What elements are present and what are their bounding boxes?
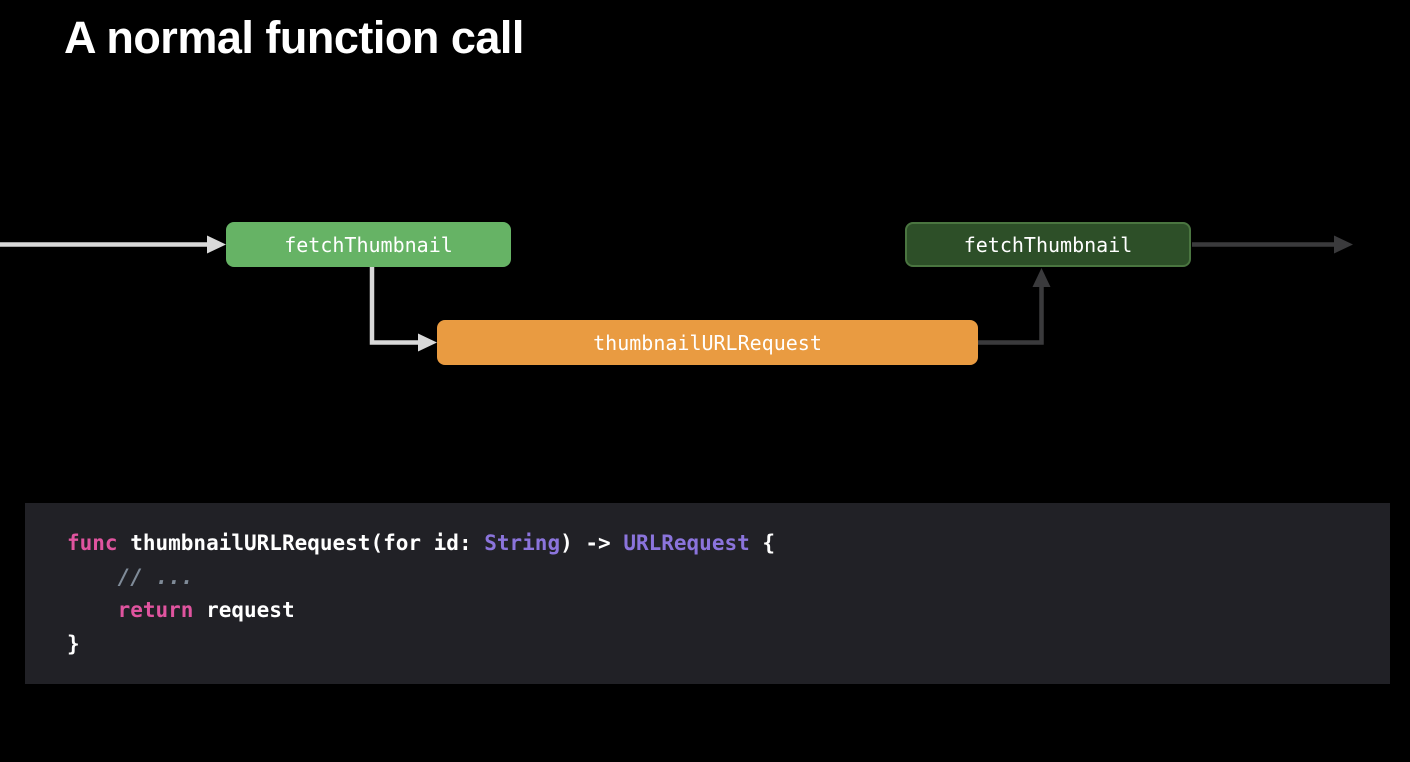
page-title: A normal function call bbox=[64, 12, 524, 63]
call-down-arrow bbox=[369, 267, 437, 352]
fetch-thumbnail-label: fetchThumbnail bbox=[284, 232, 453, 257]
code-segment-plain: { bbox=[749, 531, 776, 555]
return-up-arrow bbox=[978, 268, 1051, 345]
fetch-thumbnail-return-box: fetchThumbnail bbox=[905, 222, 1191, 267]
code-lines: func thumbnailURLRequest(for id: String)… bbox=[67, 527, 1370, 661]
arrowhead-right-icon bbox=[418, 333, 437, 352]
incoming-call-arrow bbox=[0, 235, 226, 254]
code-segment-keyword: func bbox=[67, 531, 118, 555]
code-segment-type: URLRequest bbox=[623, 531, 750, 555]
code-line: // ... bbox=[67, 561, 1370, 595]
arrowhead-right-icon bbox=[1334, 235, 1353, 254]
code-segment-comment: // ... bbox=[117, 564, 194, 589]
code-segment-plain: thumbnailURLRequest(for id: bbox=[117, 531, 485, 555]
code-line: return request bbox=[67, 594, 1370, 628]
diagram-arrows bbox=[0, 235, 1353, 352]
arrowhead-up-icon bbox=[1032, 268, 1051, 287]
code-segment-keyword: return bbox=[117, 598, 194, 622]
code-segment-plain bbox=[67, 598, 118, 622]
code-segment-type: String bbox=[484, 531, 561, 555]
thumbnail-url-request-label: thumbnailURLRequest bbox=[593, 330, 822, 355]
arrowhead-right-icon bbox=[207, 235, 226, 254]
code-segment-plain: request bbox=[193, 598, 295, 622]
fetch-thumbnail-box: fetchThumbnail bbox=[226, 222, 511, 267]
code-segment-plain: ) -> bbox=[560, 531, 624, 555]
code-block: func thumbnailURLRequest(for id: String)… bbox=[25, 503, 1390, 684]
thumbnail-url-request-box: thumbnailURLRequest bbox=[437, 320, 978, 365]
code-segment-plain: } bbox=[67, 631, 80, 656]
outgoing-return-arrow bbox=[1192, 235, 1353, 254]
code-segment-plain bbox=[67, 565, 118, 589]
code-line: func thumbnailURLRequest(for id: String)… bbox=[67, 527, 1370, 561]
fetch-thumbnail-return-label: fetchThumbnail bbox=[963, 232, 1133, 257]
code-line: } bbox=[67, 628, 1370, 662]
